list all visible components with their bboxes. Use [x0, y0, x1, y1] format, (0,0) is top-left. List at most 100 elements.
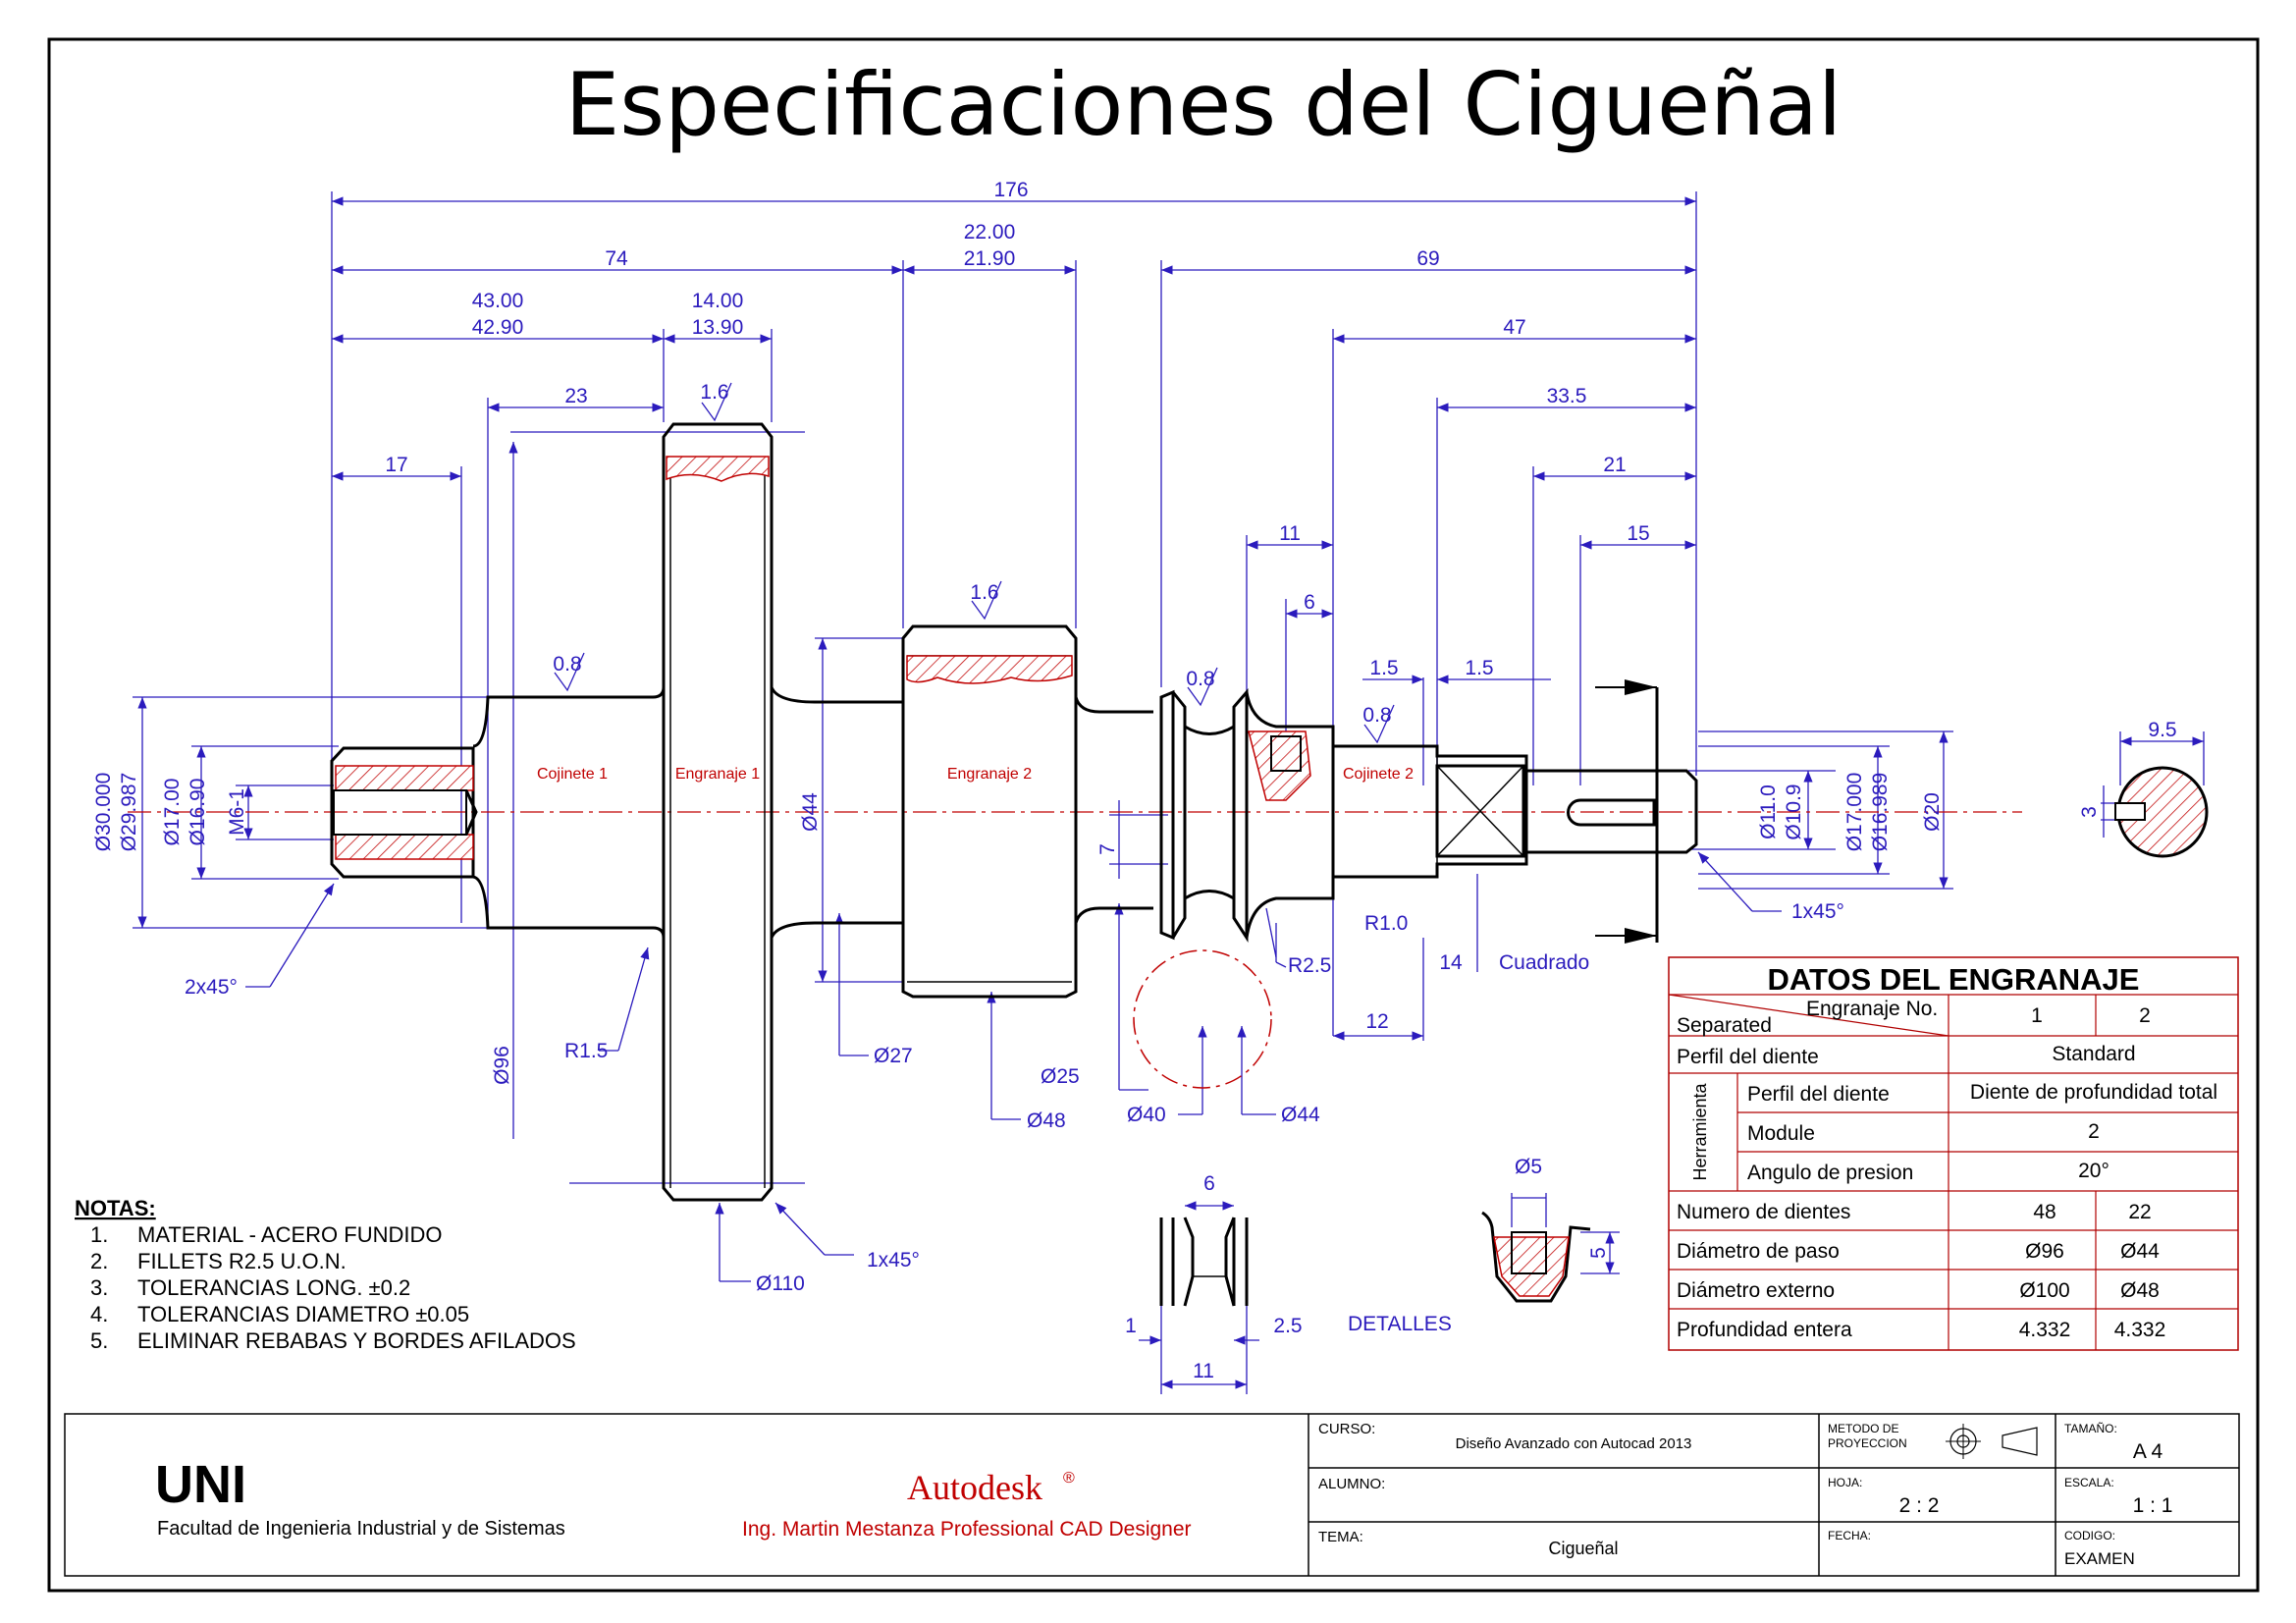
- fecha-label: FECHA:: [1828, 1529, 1871, 1542]
- dim-surface-0-8-b: 0.8: [1186, 668, 1214, 690]
- gear-table-row-3-label: Diámetro externo: [1677, 1279, 1835, 1302]
- dim-surface-0-8-a: 0.8: [553, 653, 581, 676]
- gear-table-row-4-label: Profundidad entera: [1677, 1319, 1852, 1341]
- uni-logo-text: UNI: [155, 1455, 246, 1514]
- dim-6: 6: [1304, 591, 1315, 614]
- dim-2-5-detail: 2.5: [1273, 1315, 1302, 1337]
- note-2-text: FILLETS R2.5 U.O.N.: [137, 1249, 347, 1273]
- dimension-lines: [133, 191, 2205, 1282]
- dim-chamfer-1x45-gear: 1x45°: [867, 1249, 920, 1271]
- note-4-number: 4.: [90, 1302, 108, 1326]
- designer-name: Ing. Martin Mestanza Professional CAD De…: [742, 1518, 1192, 1541]
- gear-table-number-2: 2: [2139, 1004, 2151, 1027]
- tamano-label: TAMAÑO:: [2064, 1422, 2117, 1435]
- curso-label: CURSO:: [1318, 1421, 1375, 1437]
- gear-table-number-1: 1: [2031, 1004, 2043, 1027]
- codigo-label: CODIGO:: [2064, 1529, 2115, 1542]
- dim-43-upper: 43.00: [472, 290, 524, 312]
- metodo-label-line-1: METODO DE: [1828, 1422, 1898, 1435]
- dim-11: 11: [1279, 522, 1301, 545]
- gear-table-tool-profile-label: Perfil del diente: [1747, 1083, 1890, 1106]
- dim-chamfer-1x45-right: 1x45°: [1791, 900, 1844, 923]
- dim-22-lower: 21.90: [964, 247, 1016, 270]
- detail-views: [1139, 1193, 1620, 1394]
- dim-m6-thread: M6-1: [226, 788, 248, 836]
- dim-11-detail: 11: [1193, 1360, 1214, 1382]
- label-engranaje-1: Engranaje 1: [675, 766, 760, 783]
- dim-14-lower: 13.90: [692, 316, 744, 339]
- title-block: UNI Facultad de Ingenieria Industrial y …: [64, 1413, 2240, 1577]
- dim-12: 12: [1365, 1010, 1388, 1033]
- gear-table-row-2-g1: Ø96: [2025, 1240, 2064, 1263]
- tema-value: Cigueñal: [1548, 1539, 1618, 1558]
- gear-table-row-2-g2: Ø44: [2120, 1240, 2160, 1263]
- dim-dia-20: Ø20: [1921, 792, 1944, 832]
- drawing-title: Especificaciones del Cigueñal: [565, 54, 1842, 155]
- dim-dia-30-lower: Ø29.987: [118, 773, 140, 852]
- autodesk-registered-mark: ®: [1063, 1470, 1075, 1487]
- dim-dia-25: Ø25: [1041, 1065, 1080, 1088]
- gear-table-row-1-g2: 22: [2128, 1201, 2151, 1223]
- dim-dia-44-pulley: Ø44: [1281, 1104, 1320, 1126]
- dim-22-upper: 22.00: [964, 221, 1016, 243]
- gear-table-pressure-value: 20°: [2078, 1160, 2109, 1182]
- dim-21: 21: [1603, 454, 1626, 476]
- note-5-number: 5.: [90, 1328, 108, 1353]
- dim-dia-5: Ø5: [1515, 1156, 1542, 1178]
- gear-table-title: DATOS DEL ENGRANAJE: [1768, 962, 2140, 997]
- gear-table-row-4-g1: 4.332: [2019, 1319, 2071, 1341]
- dim-chamfer-2x45: 2x45°: [185, 976, 238, 999]
- dim-r1-5: R1.5: [564, 1040, 608, 1062]
- dim-dia-96: Ø96: [491, 1046, 513, 1085]
- dim-dia-40: Ø40: [1127, 1104, 1166, 1126]
- gear-table-separated: Separated: [1677, 1014, 1772, 1037]
- projection-symbol-icon: [1946, 1424, 2038, 1459]
- dimension-labels: 176 74 22.00 21.90 69 43.00 42.90 14.00 …: [92, 179, 2177, 1382]
- dim-14-upper: 14.00: [692, 290, 744, 312]
- dim-3-slot: 3: [2078, 806, 2101, 818]
- gear-table-row-2-label: Diámetro de paso: [1677, 1240, 1840, 1263]
- dim-1-5-a: 1.5: [1369, 657, 1398, 679]
- note-3-number: 3.: [90, 1275, 108, 1300]
- notes-block: NOTAS: 1. MATERIAL - ACERO FUNDIDO 2. FI…: [75, 1196, 576, 1353]
- dim-1-detail: 1: [1125, 1315, 1137, 1337]
- notes-heading: NOTAS:: [75, 1196, 156, 1220]
- dim-dia-30-upper: Ø30.000: [92, 773, 115, 852]
- escala-label: ESCALA:: [2064, 1476, 2114, 1489]
- dim-14-square: 14: [1439, 951, 1463, 974]
- sheet-border: [47, 37, 2260, 1593]
- hoja-label: HOJA:: [1828, 1476, 1862, 1489]
- faculty-name: Facultad de Ingenieria Industrial y de S…: [157, 1518, 565, 1540]
- dim-r2-5: R2.5: [1288, 954, 1331, 977]
- dim-9-5: 9.5: [2148, 719, 2176, 741]
- gear-table-row-3-g1: Ø100: [2019, 1279, 2069, 1302]
- gear-table-tool-profile-value: Diente de profundidad total: [1970, 1081, 2217, 1104]
- codigo-value: EXAMEN: [2064, 1549, 2135, 1568]
- label-engranaje-2: Engranaje 2: [947, 766, 1032, 783]
- gear-table-row-1-label: Numero de dientes: [1677, 1201, 1850, 1223]
- gear-table-row-4-g2: 4.332: [2114, 1319, 2166, 1341]
- dim-23: 23: [564, 385, 587, 407]
- tema-label: TEMA:: [1318, 1529, 1363, 1545]
- escala-value: 1 : 1: [2133, 1494, 2173, 1517]
- curso-value: Diseño Avanzado con Autocad 2013: [1456, 1435, 1692, 1452]
- dim-176: 176: [993, 179, 1028, 201]
- note-5-text: ELIMINAR REBABAS Y BORDES AFILADOS: [137, 1328, 576, 1353]
- dim-74: 74: [605, 247, 628, 270]
- dim-dia-17-upper: Ø17.00: [161, 779, 184, 846]
- dim-dia-17-right-lower: Ø16.989: [1869, 773, 1892, 852]
- gear-table-profile-label: Perfil del diente: [1677, 1046, 1819, 1068]
- gear-table-module-value: 2: [2088, 1120, 2100, 1143]
- gear-table-pressure-label: Angulo de presion: [1747, 1162, 1913, 1184]
- hoja-value: 2 : 2: [1899, 1494, 1940, 1517]
- crankshaft-profile: [128, 422, 2209, 1202]
- gear-table-tool-label: Herramienta: [1690, 1082, 1710, 1180]
- dim-dia-17-right-upper: Ø17.000: [1843, 773, 1866, 852]
- gear-table-row-3-g2: Ø48: [2120, 1279, 2160, 1302]
- note-1-number: 1.: [90, 1222, 108, 1247]
- dim-69: 69: [1416, 247, 1439, 270]
- dim-47: 47: [1503, 316, 1525, 339]
- metodo-label-line-2: PROYECCION: [1828, 1436, 1907, 1450]
- note-1-text: MATERIAL - ACERO FUNDIDO: [137, 1222, 442, 1247]
